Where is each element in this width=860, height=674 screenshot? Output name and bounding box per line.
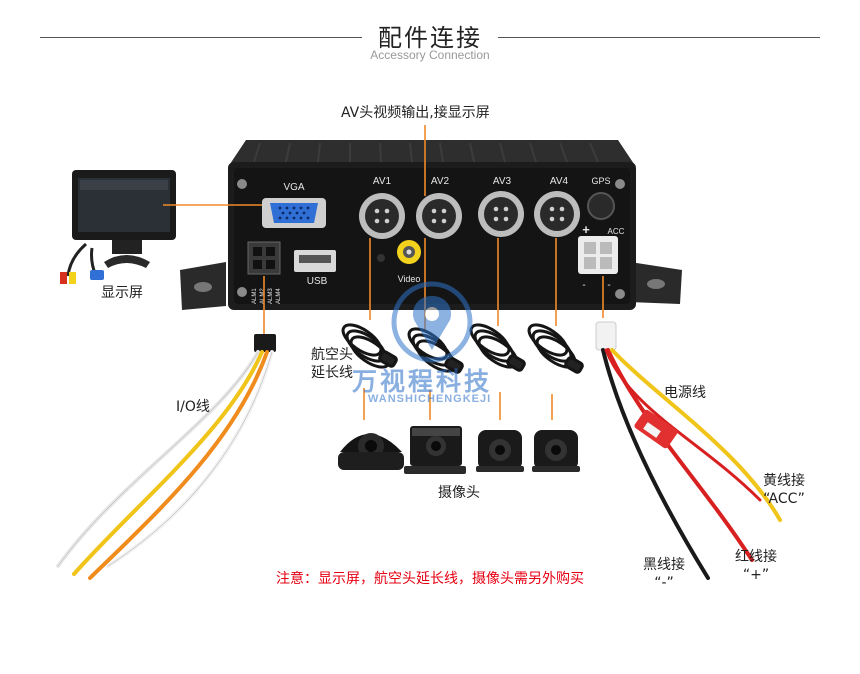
watermark-name: 万视程科技: [352, 367, 493, 396]
av4-label: AV4: [550, 176, 569, 187]
alarm-label-2: ALM2: [260, 288, 266, 304]
extension-label-line2: 延长线: [311, 365, 353, 381]
watermark-latin: WANSHICHENGKEJI: [368, 393, 492, 405]
av-output-label: AV头视频输出,接显示屏: [341, 105, 490, 121]
yellow-wire-label-line2: “ACC”: [763, 491, 805, 507]
alarm-label-1: ALM1: [252, 288, 258, 304]
dome-camera: [338, 433, 404, 470]
av2-label: AV2: [431, 176, 450, 187]
callout-lines: [163, 125, 604, 420]
extension-cable-4: [527, 323, 584, 374]
usb-label: USB: [307, 276, 328, 287]
io-cable-label: I/O线: [176, 399, 210, 415]
minus-right-label: -: [607, 280, 610, 291]
black-wire-label-line1: 黑线接: [643, 557, 685, 573]
av1-connector: [359, 193, 405, 239]
side-camera-1: [476, 430, 524, 472]
red-wire-label-line1: 红线接: [735, 549, 777, 565]
alarm-labels: ALM1 ALM2 ALM3 ALM4: [252, 288, 282, 304]
power-cable: [595, 321, 782, 580]
header-rule-left: [40, 37, 362, 38]
page-subtitle: Accessory Connection: [370, 48, 490, 62]
power-cable-label: 电源线: [664, 385, 706, 401]
av4-connector: [534, 191, 580, 237]
extension-cable-3: [469, 323, 526, 372]
minus-left-label: -: [582, 280, 585, 291]
usb-port: [294, 250, 336, 272]
header-rule-right: [498, 37, 820, 38]
purchase-note: 注意：显示屏，航空头延长线，摄像头需另外购买: [276, 571, 584, 587]
extension-cable-1: [341, 323, 398, 369]
truck-camera: [404, 426, 466, 474]
alarm-label-3: ALM3: [268, 288, 274, 304]
vga-label: VGA: [283, 182, 304, 193]
side-camera-2: [532, 430, 580, 472]
extension-label-line1: 航空头: [311, 347, 353, 363]
red-wire-label-line2: “+”: [742, 567, 770, 583]
yellow-wire-label-line1: 黄线接: [763, 473, 805, 489]
monitor-illustration: [60, 170, 176, 284]
av2-connector: [416, 193, 462, 239]
monitor-label: 显示屏: [101, 285, 143, 301]
video-label: Video: [398, 274, 421, 284]
av1-label: AV1: [373, 176, 392, 187]
av3-connector: [478, 191, 524, 237]
gps-label: GPS: [591, 176, 610, 186]
gps-port: [587, 192, 615, 220]
vga-port: [262, 198, 326, 228]
alarm-label-4: ALM4: [276, 288, 282, 304]
black-wire-label-line2: “-”: [654, 575, 674, 591]
plus-label: +: [582, 222, 590, 237]
power-port: [578, 236, 618, 274]
camera-label: 摄像头: [438, 485, 480, 501]
watermark-logo-icon: [391, 281, 473, 363]
av3-label: AV3: [493, 176, 512, 187]
alarm-io-port: [247, 241, 281, 275]
video-rca-port: [377, 240, 421, 264]
page-title: 配件连接: [378, 24, 482, 52]
io-cable: [56, 334, 276, 580]
acc-label: ACC: [608, 227, 625, 236]
